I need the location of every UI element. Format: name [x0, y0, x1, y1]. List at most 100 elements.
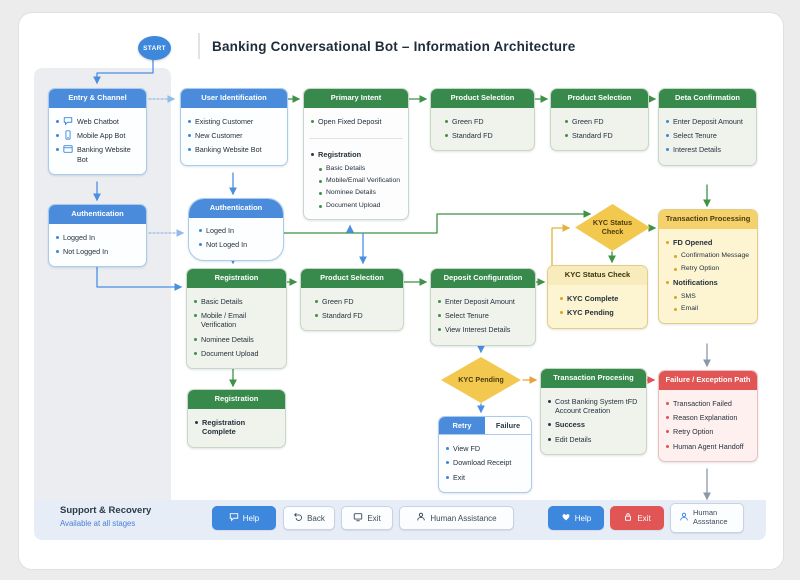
node-title: Failure / Exception Path: [659, 371, 757, 390]
bullet: [188, 119, 191, 123]
entry-channel-node: Entry & Channel Web Chatbot Mobile App B…: [48, 88, 147, 176]
item-label: Transaction Failed: [673, 398, 732, 408]
help-button-2[interactable]: Help: [548, 506, 604, 530]
list-item: Select Tenure: [666, 131, 750, 140]
item-label: Green FD: [572, 116, 604, 126]
list-item: Enter Deposit Amount: [666, 117, 750, 126]
back-button[interactable]: Back: [283, 506, 335, 530]
item-label: Loged In: [206, 225, 234, 235]
item-label: Standard FD: [452, 130, 493, 140]
tab-bar: Retry Failure: [439, 417, 531, 435]
list-item: Logged In: [56, 233, 140, 242]
node-title: Authentication: [49, 205, 146, 224]
failure-exception-node: Failure / Exception Path Transaction Fai…: [658, 370, 758, 463]
item-label: Human Agent Handoff: [673, 441, 744, 451]
list-item: FD Opened: [666, 238, 751, 248]
bullet: [315, 299, 318, 303]
list-item: Standard FD: [445, 131, 528, 140]
list-item: Human Agent Handoff: [666, 442, 751, 451]
node-title: Deposit Configuration: [431, 269, 535, 288]
exit-button[interactable]: Exit: [341, 506, 393, 530]
human-assistance-button[interactable]: Human Assistance: [399, 506, 514, 530]
list-item: Not Logged In: [56, 247, 140, 256]
registration-node: Registration Basic Details Mobile / Emai…: [186, 268, 287, 370]
item-label: Not Loged In: [206, 239, 248, 249]
registration-complete-node: Registration Registration Complete: [187, 389, 286, 448]
list-item: View Interest Details: [438, 325, 529, 334]
group-label: FD Opened: [673, 237, 713, 247]
node-title: User Identification: [181, 89, 287, 108]
item-label: KYC Complete: [567, 293, 619, 303]
item-label: Success: [555, 420, 585, 430]
support-recovery-subtitle: Available at all stages: [60, 519, 136, 528]
list-item: Green FD: [565, 117, 642, 126]
bullet: [565, 119, 568, 123]
chat-icon: [229, 512, 239, 524]
node-title: Product Selection: [301, 269, 403, 288]
item-label: Mobile / Email Verification: [201, 310, 247, 330]
bullet: [674, 255, 677, 259]
tab-retry[interactable]: Retry: [439, 417, 485, 434]
list-item: Retry Option: [666, 427, 751, 436]
primary-intent-node: Primary Intent Open Fixed Deposit Regist…: [303, 88, 409, 220]
item-label: Download Receipt: [453, 458, 512, 468]
exit-button-2[interactable]: Exit: [610, 506, 664, 530]
bullet: [188, 148, 191, 152]
list-item: Success: [548, 420, 640, 430]
bullet: [560, 296, 563, 300]
list-item: View FD: [446, 444, 525, 453]
group-label: Registration: [318, 149, 362, 159]
transaction-procesing-node: Transaction Procesing Cost Banking Syste…: [540, 368, 647, 456]
bullet: [548, 437, 551, 441]
bullet: [319, 192, 322, 196]
bullet: [560, 311, 563, 315]
person-icon: [679, 512, 689, 525]
user-identification-node: User Identification Existing Customer Ne…: [180, 88, 288, 166]
bullet: [666, 148, 669, 152]
list-item: Banking Website Bot: [56, 145, 140, 164]
item-label: View FD: [453, 444, 481, 453]
person-icon: [416, 512, 426, 524]
bullet: [446, 461, 449, 465]
bullet: [195, 420, 198, 424]
node-title: Transaction Procesing: [541, 369, 646, 388]
item-label: Reason Explanation: [673, 412, 738, 422]
list-item: Standard FD: [565, 131, 642, 140]
bullet: [666, 415, 669, 419]
bullet: [446, 475, 449, 479]
node-title: Authentication: [189, 199, 283, 218]
item-label: Enter Deposit Amount: [673, 116, 743, 126]
deposit-configuration-node: Deposit Configuration Enter Deposit Amou…: [430, 268, 536, 346]
tab-failure[interactable]: Failure: [485, 417, 531, 434]
bullet: [194, 299, 197, 303]
human-assstance-button[interactable]: Human Assstance: [670, 503, 744, 533]
list-item: KYC Complete: [560, 294, 641, 304]
bullet: [56, 119, 59, 123]
node-title: Entry & Channel: [49, 89, 146, 108]
node-title: Registration: [187, 269, 286, 288]
list-item: Retry Option: [674, 265, 751, 274]
node-title: Transaction Processing: [659, 210, 757, 229]
item-label: Email: [681, 305, 698, 313]
list-item: Mobile/Email Verification: [319, 177, 402, 186]
authentication-node: Authentication Logged In Not Logged In: [48, 204, 147, 268]
bullet: [438, 313, 441, 317]
bullet: [188, 133, 191, 137]
back-icon: [293, 512, 303, 524]
bullet: [194, 313, 197, 317]
item-label: Nominee Details: [201, 334, 254, 344]
lock-icon: [623, 512, 633, 524]
list-item: Download Receipt: [446, 458, 525, 467]
bullet: [666, 401, 669, 405]
bullet: [56, 235, 59, 239]
list-item: Edit Details: [548, 435, 640, 444]
bullet: [319, 204, 322, 208]
bullet: [438, 299, 441, 303]
item-label: Select Tenure: [673, 130, 717, 140]
item-label: Banking Website Bot: [77, 145, 131, 164]
item-label: Cost Banking System tFD Account Creation: [555, 396, 638, 415]
bullet: [666, 240, 669, 244]
list-item: Existing Customer: [188, 117, 281, 126]
help-button[interactable]: Help: [212, 506, 276, 530]
bullet: [194, 352, 197, 356]
